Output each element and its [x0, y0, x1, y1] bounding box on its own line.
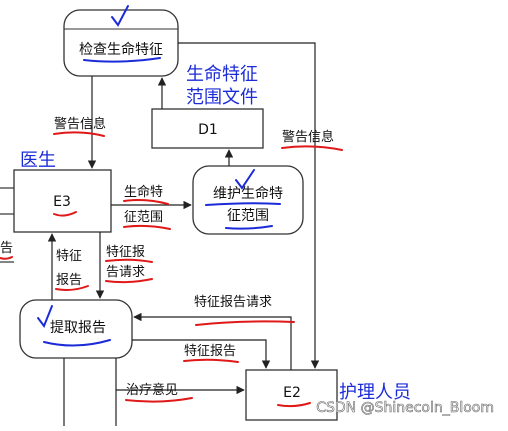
underline-vital-report [55, 285, 89, 291]
label-vital-report-1: 特征 [56, 249, 82, 264]
underline-maintain [205, 202, 281, 206]
underline-request-left [105, 258, 153, 263]
underline-alarm-left [53, 131, 105, 137]
watermark: CSDN @Shinecoln_Bloom [316, 400, 494, 416]
flow-alarm-to-e2 [178, 42, 320, 369]
annotation-vitals-file-1: 生命特征 [186, 64, 258, 85]
underline-vital-range-2 [123, 224, 171, 230]
underline-treatment [125, 397, 193, 403]
label-vital-range-1: 生命特 [124, 184, 163, 200]
entity-e2-label: E2 [283, 385, 301, 401]
maintain-range-line1: 维护生命特 [213, 185, 283, 202]
label-treatment: 治疗意见 [126, 382, 178, 398]
check-mark-maintain [235, 169, 255, 190]
label-report-bottom: 特征报告 [184, 344, 236, 359]
annotation-vitals-file-2: 范围文件 [186, 87, 258, 108]
label-request-right: 特征报告请求 [194, 295, 272, 310]
check-vitals-label: 检查生命特征 [79, 41, 163, 58]
check-mark-extract [37, 305, 53, 329]
underline-e3 [53, 211, 77, 217]
underline-request-right [195, 320, 295, 326]
underline-alarm-right [281, 145, 343, 151]
underline-maintain-2 [225, 225, 273, 230]
entity-e2 [245, 369, 338, 421]
extract-report-label: 提取报告 [50, 320, 106, 336]
maintain-range-line2: 征范围 [227, 207, 269, 224]
entity-e3-label: E3 [53, 194, 71, 210]
underline-report-bottom [183, 358, 239, 363]
underline-partial-left [0, 256, 13, 260]
entity-e3 [13, 169, 112, 233]
underline-request-left-2 [105, 278, 153, 284]
datastore-d1-label: D1 [198, 122, 218, 138]
process-maintain-range [192, 165, 304, 235]
hand-marks [0, 5, 343, 408]
datastore-d1 [151, 108, 264, 149]
underline-e2 [277, 402, 311, 408]
check-mark-top [111, 5, 129, 27]
label-alarm-right: 警告信息 [282, 129, 334, 145]
annotation-nurse: 护理人员 [339, 382, 411, 403]
label-vital-report-2: 报告 [56, 273, 82, 288]
annotation-doctor: 医生 [20, 150, 56, 171]
underline-extract [43, 339, 111, 347]
underline-check-vitals [83, 57, 161, 63]
label-request-left-1: 特征报 [106, 245, 145, 260]
underline-vital-range-1 [123, 199, 169, 205]
flow-request-from-e2 [133, 312, 292, 370]
label-request-left-2: 告请求 [106, 265, 145, 280]
label-vital-range-2: 征范围 [124, 210, 163, 225]
flow-report-to-e2 [132, 339, 271, 369]
label-partial-left: 告 [0, 241, 13, 256]
label-alarm-left: 警告信息 [54, 116, 106, 132]
